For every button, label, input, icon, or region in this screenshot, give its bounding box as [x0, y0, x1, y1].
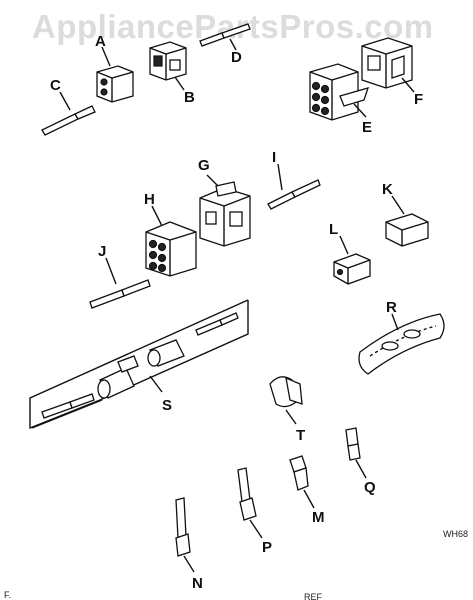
label-p: P — [262, 539, 272, 556]
part-t-clip — [269, 376, 303, 425]
part-i-terminal — [267, 163, 321, 210]
watermark-text: AppliancePartsPros.com — [32, 8, 434, 45]
label-k: K — [382, 181, 393, 198]
label-f: F — [414, 91, 423, 108]
label-j: J — [98, 243, 106, 260]
label-r: R — [386, 299, 397, 316]
label-m: M — [312, 509, 325, 526]
label-n: N — [192, 575, 203, 592]
label-s: S — [162, 397, 172, 414]
part-m-terminal — [289, 455, 315, 509]
label-i: I — [272, 149, 276, 166]
label-l: L — [329, 221, 338, 238]
label-b: B — [184, 89, 195, 106]
footer-center-text: REF — [304, 592, 323, 600]
label-d: D — [231, 49, 242, 66]
part-s-kit — [29, 299, 249, 430]
part-h-housing — [145, 205, 197, 277]
label-a: A — [95, 33, 106, 50]
part-q-terminal — [345, 427, 367, 479]
label-c: C — [50, 77, 61, 94]
part-l-housing — [333, 235, 371, 285]
part-g-housing — [199, 174, 251, 247]
part-a-connector — [96, 46, 134, 103]
footer-left-text: F. — [4, 590, 11, 600]
label-q: Q — [364, 479, 376, 496]
part-r-sleeve — [358, 313, 445, 375]
label-t: T — [296, 427, 305, 444]
label-g: G — [198, 157, 210, 174]
part-f-housing — [361, 37, 415, 93]
reference-code: WH68 — [443, 529, 468, 539]
part-p-terminal — [237, 467, 263, 539]
part-b-housing — [149, 41, 187, 91]
part-d-terminal — [199, 23, 251, 51]
label-e: E — [362, 119, 372, 136]
part-j-terminal — [89, 257, 151, 309]
part-c-terminal — [41, 91, 96, 136]
part-e-housing — [309, 63, 370, 121]
label-h: H — [144, 191, 155, 208]
part-k-housing — [385, 195, 429, 247]
part-n-terminal — [175, 497, 195, 573]
